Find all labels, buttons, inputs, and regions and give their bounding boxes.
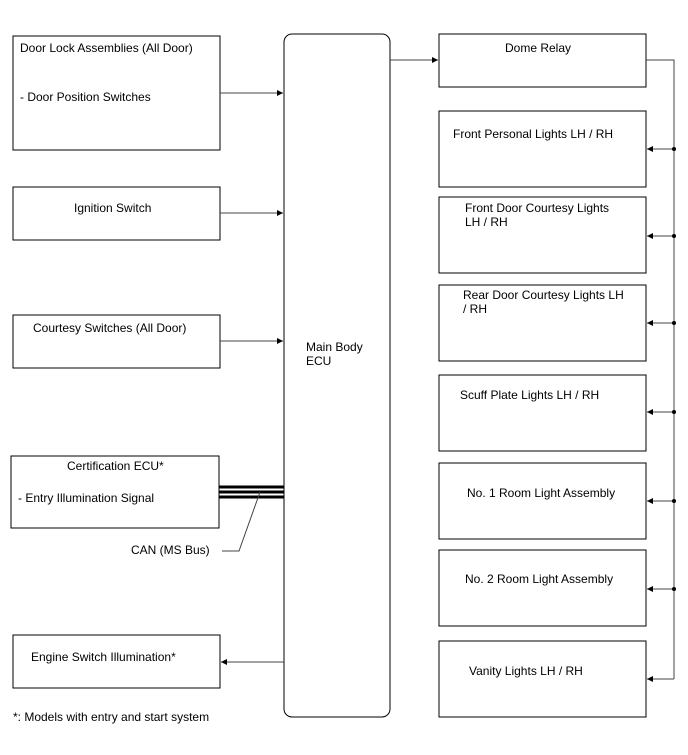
no2-room-light-label: No. 2 Room Light Assembly: [465, 572, 613, 586]
ecu-label-line1: Main Body: [306, 340, 363, 354]
vanity-lights-box: Vanity Lights LH / RH: [438, 640, 647, 718]
ignition-switch-label: Ignition Switch: [74, 201, 151, 215]
front-door-courtesy-lights-box: Front Door Courtesy Lights LH / RH: [438, 196, 647, 274]
ignition-switch-box: Ignition Switch: [12, 186, 221, 241]
certification-ecu-label: Certification ECU*: [67, 459, 164, 473]
courtesy-switches-box: Courtesy Switches (All Door): [12, 314, 221, 369]
rear-door-courtesy-lights-box: Rear Door Courtesy Lights LH / RH: [438, 284, 647, 362]
front-door-courtesy-line1: Front Door Courtesy Lights: [465, 201, 609, 215]
can-bus-lines: [219, 485, 284, 499]
dome-relay-label: Dome Relay: [505, 41, 571, 55]
front-door-courtesy-line2: LH / RH: [465, 215, 508, 229]
courtesy-switches-label: Courtesy Switches (All Door): [33, 321, 186, 335]
no1-room-light-label: No. 1 Room Light Assembly: [467, 486, 615, 500]
door-position-switches-label: - Door Position Switches: [20, 90, 151, 104]
dome-relay-branches: [647, 146, 674, 682]
vanity-lights-label: Vanity Lights LH / RH: [469, 664, 583, 678]
no1-room-light-box: No. 1 Room Light Assembly: [438, 462, 647, 540]
no2-room-light-box: No. 2 Room Light Assembly: [438, 549, 647, 627]
dome-relay-box: Dome Relay: [438, 33, 647, 88]
rear-door-courtesy-line2: / RH: [463, 302, 487, 316]
certification-ecu-box: Certification ECU* - Entry Illumination …: [10, 455, 220, 529]
scuff-plate-lights-label: Scuff Plate Lights LH / RH: [460, 388, 599, 402]
door-lock-assemblies-box: Door Lock Assemblies (All Door) - Door P…: [12, 35, 221, 151]
entry-illumination-signal-label: - Entry Illumination Signal: [18, 491, 154, 505]
can-leader-line: [222, 491, 261, 552]
engine-switch-illumination-box: Engine Switch Illumination*: [12, 634, 221, 689]
engine-switch-illumination-label: Engine Switch Illumination*: [31, 650, 176, 664]
main-body-ecu-box: Main Body ECU: [283, 33, 391, 718]
door-lock-title: Door Lock Assemblies (All Door): [20, 41, 193, 55]
rear-door-courtesy-line1: Rear Door Courtesy Lights LH: [463, 288, 624, 302]
front-personal-lights-label: Front Personal Lights LH / RH: [453, 127, 613, 141]
junction-dots: [672, 147, 676, 591]
can-ms-bus-label: CAN (MS Bus): [131, 543, 210, 557]
scuff-plate-lights-box: Scuff Plate Lights LH / RH: [438, 374, 647, 452]
dome-relay-bus-line: [646, 59, 675, 679]
footnote: *: Models with entry and start system: [13, 710, 209, 724]
ecu-label-line2: ECU: [306, 354, 331, 368]
front-personal-lights-box: Front Personal Lights LH / RH: [438, 110, 647, 188]
